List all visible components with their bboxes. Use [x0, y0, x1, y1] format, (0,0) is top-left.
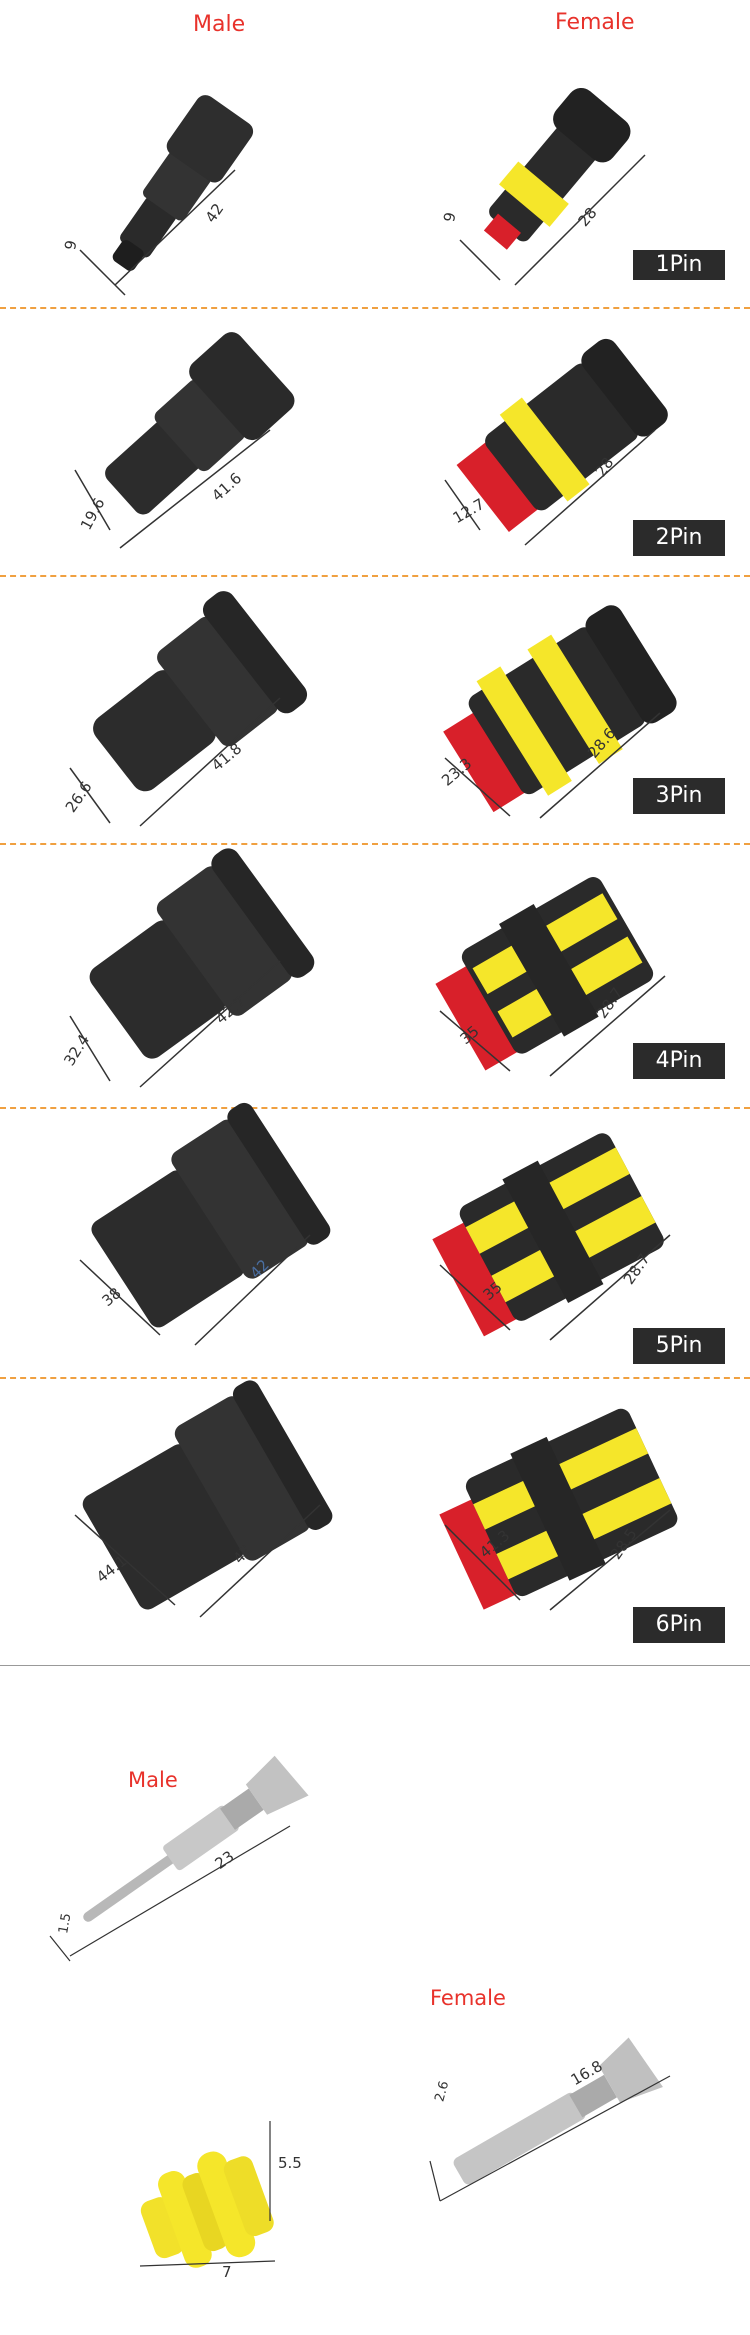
male-terminal-image	[49, 1755, 309, 1962]
section-separator	[0, 1665, 750, 1666]
female-connector-3pin-image	[443, 605, 677, 819]
row-2pin: 19.6 41.6 12.7 28 2Pin	[0, 310, 750, 575]
male-connector-1pin-image	[79, 95, 254, 296]
row-divider	[0, 1107, 750, 1109]
pin-label-4pin: 4Pin	[633, 1043, 725, 1079]
male-connector-2pin-image	[74, 332, 295, 549]
female-connector-5pin-image	[432, 1133, 671, 1341]
row-divider	[0, 575, 750, 577]
seal-dim-height: 5.5	[278, 2154, 302, 2172]
seal-dim-width: 7	[222, 2263, 232, 2281]
female-terminal-label: Female	[430, 1986, 506, 2010]
row-divider	[0, 307, 750, 309]
female-connector-1pin-image	[459, 87, 646, 286]
terminals-section: Male 1.5 23 Female 2.6 16.8	[0, 1666, 750, 2335]
female-connector-2pin-image	[444, 338, 668, 546]
pin-label-1pin: 1Pin	[633, 250, 725, 280]
row-divider	[0, 843, 750, 845]
male-connector-6pin-image	[74, 1380, 333, 1618]
female-connector-6pin-image	[439, 1408, 678, 1611]
row-6pin: 44.1 42 41.3 28.5 6Pin	[0, 1380, 750, 1655]
female-connector-4pin-image	[435, 877, 666, 1077]
pin-label-6pin: 6Pin	[633, 1607, 725, 1643]
row-1pin: 9 42 9 28 1Pin	[0, 40, 750, 305]
male-connector-3pin-image	[69, 591, 308, 827]
seal-image	[139, 2121, 276, 2268]
female-header: Female	[555, 10, 635, 35]
male-connector-4pin-image	[69, 848, 315, 1088]
row-4pin: 32.4 42.7 35 28.7 4Pin	[0, 846, 750, 1111]
pin-label-2pin: 2Pin	[633, 520, 725, 556]
pin-label-5pin: 5Pin	[633, 1328, 725, 1364]
row-divider	[0, 1377, 750, 1379]
pin-label-3pin: 3Pin	[633, 778, 725, 814]
row-5pin: 38 42 35 28.7 5Pin	[0, 1102, 750, 1375]
male-connector-5pin-image	[79, 1102, 331, 1346]
row-3pin: 26.6 41.8 23.3 28.6 3Pin	[0, 578, 750, 843]
male-terminal-label: Male	[128, 1768, 178, 1792]
male-header: Male	[193, 12, 246, 37]
female-terminal-image	[429, 2037, 671, 2202]
